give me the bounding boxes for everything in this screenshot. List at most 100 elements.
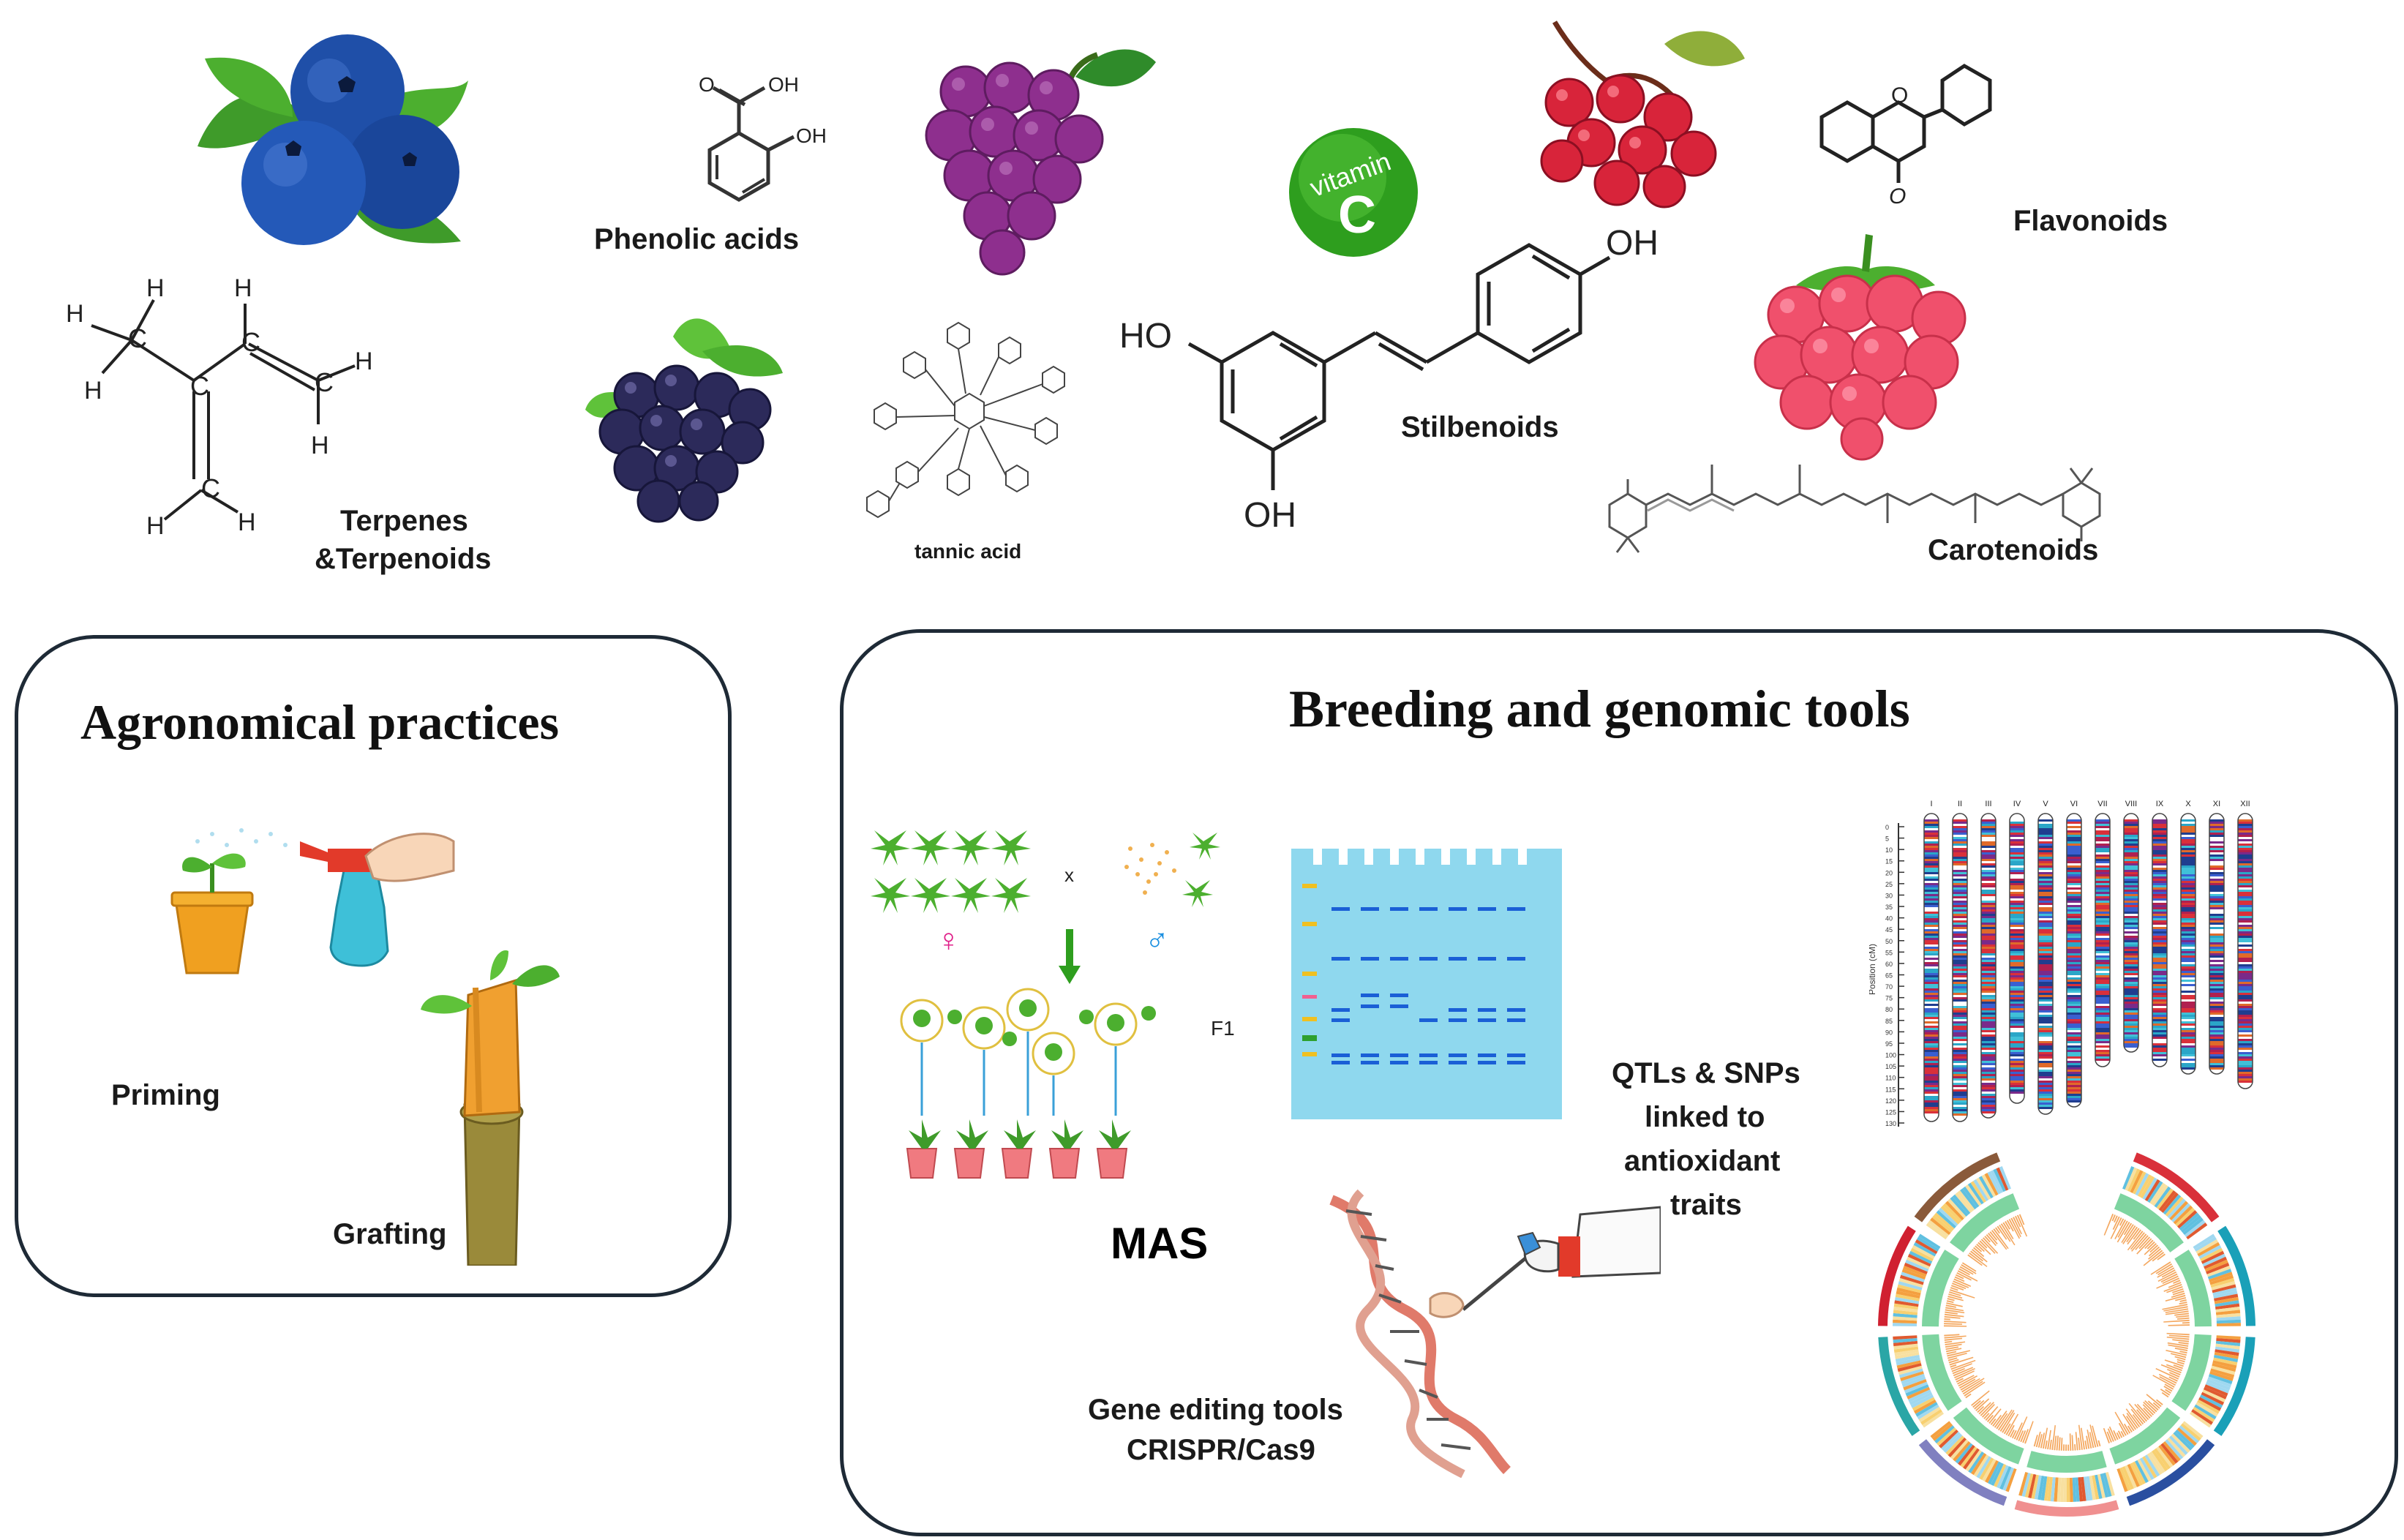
- circos-heatmap-cell: [2209, 1371, 2234, 1381]
- circos-histogram-bar: [1970, 1250, 1984, 1262]
- raspberry-image: [1754, 234, 1967, 461]
- priming-label: Priming: [111, 1079, 220, 1111]
- chromosome: [2209, 813, 2225, 1075]
- circos-heatmap-cell: [1893, 1310, 1918, 1315]
- circos-heatmap-cell: [1901, 1272, 1925, 1282]
- circos-histogram-bar: [2013, 1422, 2023, 1440]
- circos-histogram-bar: [2022, 1429, 2029, 1443]
- circos-chromosome-segment: [2014, 1500, 2119, 1517]
- circos-histogram-bar: [1944, 1325, 1967, 1327]
- circos-heatmap-cell: [2206, 1266, 2231, 1277]
- circos-histogram-bar: [1999, 1224, 2011, 1242]
- circos-histogram-bar: [1945, 1311, 1958, 1315]
- circos-histogram-bar: [2164, 1359, 2184, 1367]
- chromosome-label: VI: [2070, 800, 2078, 808]
- circos-histogram-bar: [2078, 1438, 2081, 1451]
- circos-heatmap-cell: [1968, 1451, 1985, 1473]
- female-symbol: ♀: [936, 923, 961, 958]
- circos-histogram-bar: [1959, 1378, 1976, 1389]
- circos-histogram-bar: [1972, 1249, 1988, 1263]
- circos-histogram-bar: [2042, 1427, 2048, 1449]
- circos-heatmap-cell: [1957, 1190, 1975, 1212]
- circos-histogram-bar: [2167, 1342, 2189, 1347]
- stilbenoid-structure: HO OH OH: [1119, 224, 1659, 535]
- circos-heatmap-cell: [2202, 1253, 2226, 1267]
- chromosome: [2009, 813, 2025, 1104]
- cross-symbol: x: [1064, 864, 1074, 886]
- agronomical-practices-panel: [15, 635, 732, 1297]
- hydrogen-label: H: [146, 512, 165, 540]
- circos-heatmap-cell: [2214, 1296, 2239, 1304]
- circos-histogram-bar: [2167, 1368, 2181, 1376]
- circos-histogram-bar: [2157, 1253, 2166, 1261]
- chromosome: [1923, 813, 1939, 1122]
- qtl-snp-label-line2: linked to: [1645, 1101, 1765, 1133]
- circos-histogram-bar: [2168, 1344, 2188, 1349]
- circos-heatmap-cell: [2069, 1477, 2073, 1502]
- circos-heatmap-cell: [2156, 1188, 2174, 1210]
- mas-label: MAS: [1111, 1219, 1209, 1268]
- chromosome: [2066, 813, 2082, 1108]
- priming-illustration: [170, 828, 455, 974]
- circos-heatmap-cell: [2171, 1203, 2191, 1222]
- circos-heatmap-cell: [1905, 1259, 1929, 1272]
- chromosome-label: II: [1958, 800, 1962, 808]
- circos-heatmap-cell: [1970, 1453, 1987, 1476]
- terpenes-label-line2: &Terpenoids: [315, 543, 492, 575]
- circos-histogram-bar: [2147, 1400, 2159, 1411]
- circos-heatmap-cell: [1940, 1205, 1961, 1225]
- circos-heatmap-cell: [2216, 1316, 2241, 1321]
- circos-histogram-bar: [2081, 1427, 2086, 1450]
- circos-histogram-bar: [2084, 1441, 2088, 1449]
- chromosome: [2123, 813, 2139, 1053]
- circos-heatmap-cell: [1893, 1316, 1917, 1321]
- circos-histogram-bar: [2157, 1267, 2175, 1278]
- circos-histogram-bar: [1996, 1413, 2008, 1430]
- circos-heatmap-cell: [1896, 1360, 1921, 1369]
- circos-heatmap-cell: [2191, 1409, 2213, 1425]
- flavonoids-label: Flavonoids: [2013, 205, 2168, 237]
- map-tick-label: 80: [1885, 1006, 1893, 1013]
- circos-heatmap-cell: [2182, 1421, 2204, 1439]
- circos-histogram-bar: [2160, 1364, 2182, 1374]
- circos-histogram-bar: [1953, 1367, 1974, 1377]
- circos-histogram-bar: [2175, 1296, 2187, 1302]
- circos-histogram-bar: [1961, 1264, 1977, 1274]
- map-tick-label: 85: [1885, 1018, 1893, 1025]
- circos-heatmap-cell: [2144, 1454, 2160, 1477]
- circos-histogram-bar: [2174, 1356, 2186, 1361]
- circos-histogram-bar: [2037, 1434, 2043, 1448]
- gene-editing-label-line1: Gene editing tools: [1088, 1394, 1343, 1426]
- circos-heatmap-cell: [1895, 1352, 1920, 1359]
- circos-histogram-bar: [2049, 1439, 2052, 1450]
- chromosome: [2237, 813, 2253, 1089]
- circos-heatmap-cell: [1973, 1179, 1989, 1202]
- circos-heatmap-cell: [2158, 1190, 2176, 1212]
- circos-genome-plot: [1878, 1152, 2255, 1517]
- circos-histogram-bar: [2128, 1402, 2146, 1424]
- circos-heatmap-cell: [2210, 1368, 2235, 1378]
- circos-heatmap-cell: [1898, 1277, 1923, 1288]
- hydrogen-label: H: [238, 508, 256, 536]
- circos-heatmap-cell: [2206, 1262, 2230, 1274]
- circos-histogram-bar: [2166, 1332, 2190, 1336]
- circos-heatmap-cell: [1963, 1448, 1980, 1470]
- male-symbol: ♂: [1145, 923, 1169, 958]
- circos-histogram-bar: [2002, 1222, 2014, 1239]
- circos-histogram-bar: [1980, 1239, 1996, 1254]
- circos-heatmap-cell: [2212, 1363, 2236, 1372]
- circos-histogram-bar: [2074, 1444, 2076, 1451]
- circos-histogram-bar: [1945, 1304, 1956, 1308]
- grafting-illustration: [421, 950, 560, 1266]
- circos-heatmap-cell: [1917, 1236, 1939, 1252]
- circos-histogram-bar: [1983, 1237, 1999, 1254]
- circos-heatmap-cell: [2083, 1476, 2090, 1501]
- breeding-genomic-title: Breeding and genomic tools: [1289, 680, 1910, 738]
- oxygen-label: O: [1889, 184, 1906, 205]
- circos-heatmap-cell: [1928, 1220, 1950, 1238]
- circos-heatmap-cell: [2152, 1449, 2168, 1472]
- circos-histogram-bar: [2108, 1426, 2116, 1441]
- circos-heatmap-cell: [2173, 1205, 2193, 1225]
- circos-heatmap-cell: [2193, 1233, 2215, 1250]
- circos-histogram-bar: [1944, 1335, 1967, 1339]
